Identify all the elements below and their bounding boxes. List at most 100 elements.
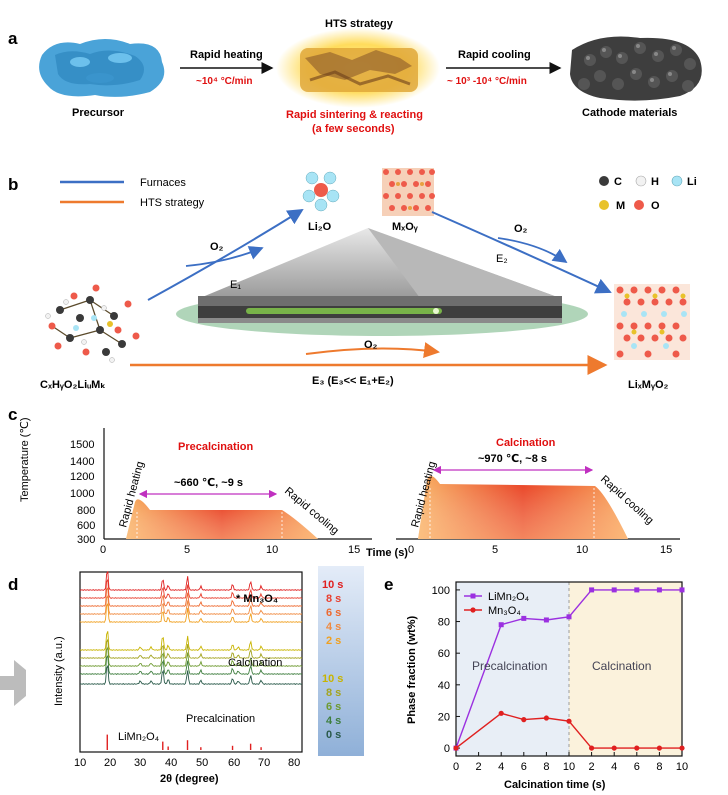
data-point (611, 745, 617, 751)
legend-pre-6s: 6 s (326, 701, 341, 713)
d-ylabel: Intensity (a.u.) (53, 636, 65, 706)
mxoy-label: MₓOᵧ (392, 221, 419, 233)
c-xtick: 5 (492, 544, 498, 556)
legend-cal-8s: 8 s (326, 593, 341, 605)
c-y-ticks: 1500 1400 1200 1000 800 600 300 (70, 439, 95, 546)
xrd-trace (79, 571, 303, 592)
o2-left-label: O₂ (210, 241, 224, 253)
xrd-trace (79, 578, 303, 600)
data-point (498, 622, 504, 628)
xrd-trace (79, 586, 302, 608)
heating-rate-label: ~10⁴ °C/min (196, 76, 252, 87)
hts-title: HTS strategy (325, 18, 394, 30)
reactant-molecule (45, 284, 140, 363)
precursor-image (39, 39, 165, 97)
o2-right-label: O₂ (514, 223, 528, 235)
series-line-limn2o4 (455, 589, 682, 749)
time-legend-strip (318, 566, 364, 756)
furnace-arrow-to-product (431, 211, 612, 294)
cooling-rate-label: ~ 10³ -10⁴ °C/min (447, 76, 527, 87)
legend-furnaces: Furnaces (140, 177, 186, 189)
c-xtick: 0 (408, 544, 414, 556)
precalcination-title: Precalcination (178, 441, 253, 453)
legend-label: Mn₃O₄ (488, 605, 521, 617)
data-point (679, 587, 685, 593)
d-xtick: 10 (74, 757, 86, 769)
d-xtick: 70 (258, 757, 270, 769)
legend-marker (470, 593, 476, 599)
atom-legend-c: C (614, 176, 622, 188)
furnace-pyramid (176, 228, 588, 336)
c-xtick: 15 (348, 544, 360, 556)
c-ytick: 1500 (70, 439, 94, 451)
xrd-trace (79, 639, 303, 659)
data-point (589, 587, 595, 593)
data-point (656, 587, 662, 593)
sintering-duration-label: (a few seconds) (312, 123, 395, 135)
legend-cal-4s: 4 s (326, 621, 341, 633)
c-xtick: 15 (660, 544, 672, 556)
cathode-label: Cathode materials (582, 107, 677, 119)
c-ytick: 1000 (70, 488, 94, 500)
data-point (634, 587, 640, 593)
d-xtick: 80 (288, 757, 300, 769)
calcination-annot: ~970 ℃, ~8 s (478, 453, 547, 465)
atom-legend-li: Li (687, 176, 697, 188)
data-point (543, 617, 549, 623)
o2-left-arrow (185, 246, 264, 267)
mxoy-crystal (382, 168, 435, 216)
data-point (589, 745, 595, 751)
d-x-ticks: 10 20 30 40 50 60 70 80 (74, 757, 300, 769)
time-legend: 10 s 8 s 6 s 4 s 2 s 10 s 8 s 6 s 4 s 0 … (322, 579, 343, 741)
d-xtick: 60 (228, 757, 240, 769)
c-ylabel: Temperature (℃) (19, 418, 31, 503)
legend-cal-10s: 10 s (322, 579, 343, 591)
e-ytick-label: 40 (438, 680, 450, 692)
e-xtick-label: 6 (521, 761, 527, 773)
d-xtick: 40 (165, 757, 177, 769)
e-ylabel: Phase fraction (wt%) (406, 615, 418, 724)
calcination-title: Calcination (496, 437, 556, 449)
e-xtick-label: 0 (453, 761, 459, 773)
precursor-label: Precursor (72, 107, 125, 119)
o2-bottom-label: O₂ (364, 339, 378, 351)
data-point (521, 615, 527, 621)
panel-d-letter: d (8, 575, 18, 594)
xrd-trace (79, 646, 303, 668)
xrd-trace (79, 664, 303, 686)
reference-label: LiMn₂O₄ (118, 731, 160, 743)
data-point (566, 614, 572, 620)
c-ytick: 300 (77, 534, 95, 546)
e-xtick-label: 2 (589, 761, 595, 773)
reactant-label: CₓHᵧO₂LiᵤMₖ (40, 379, 106, 391)
mn3o4-marker-label: * Mn₃O₄ (236, 593, 278, 605)
sintering-label: Rapid sintering & reacting (286, 109, 423, 121)
li2o-label: Li₂O (308, 221, 332, 233)
atom-legend-m: M (616, 200, 625, 212)
e-xtick-label: 4 (611, 761, 617, 773)
data-point (453, 745, 459, 751)
calcination-region (569, 582, 682, 756)
atom-legend-o: O (651, 200, 660, 212)
data-point (679, 745, 685, 751)
e-ytick-label: 20 (438, 711, 450, 723)
panel-d: d Intensity (a.u.) 10 20 30 40 50 60 70 … (0, 566, 364, 785)
legend-pre-8s: 8 s (326, 687, 341, 699)
data-point (611, 587, 617, 593)
c-ytick: 1400 (70, 456, 94, 468)
precalcination-annot: ~660 ℃, ~9 s (174, 477, 243, 489)
rapid-heating-label: Rapid heating (190, 49, 263, 61)
furnace-arrow-to-li2o (147, 208, 304, 301)
data-point (634, 745, 640, 751)
d-xtick: 30 (134, 757, 146, 769)
legend-hts: HTS strategy (140, 197, 205, 209)
e-xtick-label: 10 (563, 761, 575, 773)
xrd-trace (79, 594, 303, 615)
rapid-cooling-label: Rapid cooling (458, 49, 531, 61)
panel-b-letter: b (8, 175, 18, 194)
o2-right-arrow (497, 237, 568, 264)
legend-pre-10s: 10 s (322, 673, 343, 685)
data-point (543, 715, 550, 721)
calcination-group-label: Calcination (228, 657, 282, 669)
